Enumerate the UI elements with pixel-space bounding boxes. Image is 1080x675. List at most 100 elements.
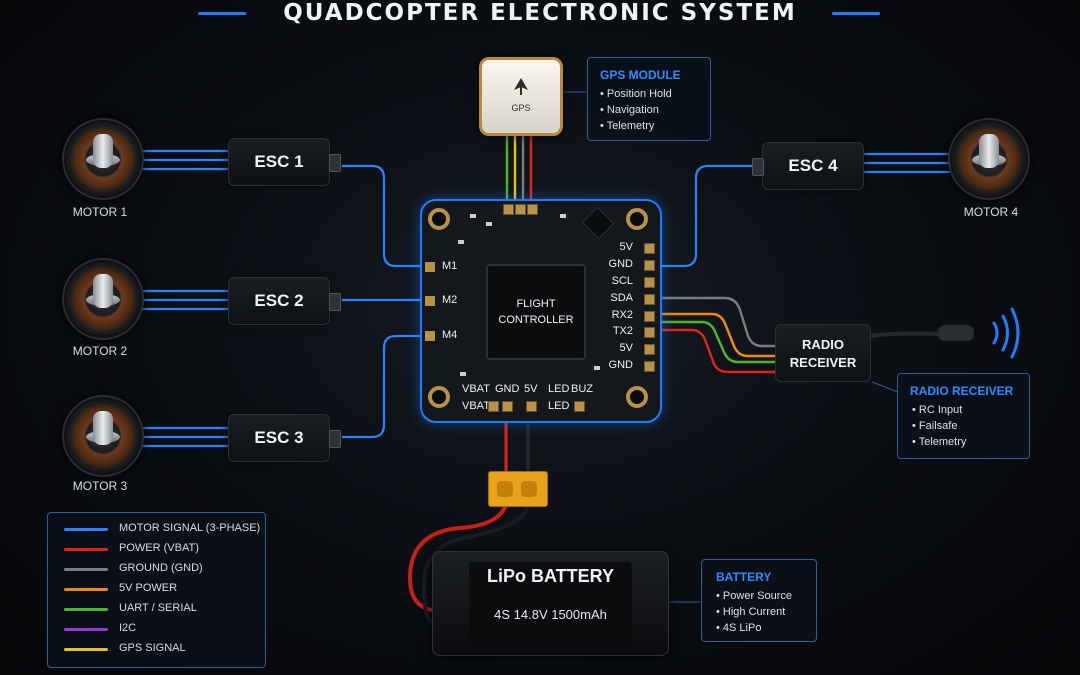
- esc-4: ESC 4: [752, 142, 864, 190]
- wire-xt-battery-red: [407, 503, 508, 612]
- wire-esc4-fc: [650, 164, 758, 268]
- smd-component: [460, 372, 466, 376]
- gps-module-label: GPS: [511, 103, 531, 113]
- antenna-cable: [870, 331, 941, 338]
- legend-label: GPS SIGNAL: [119, 642, 186, 654]
- wire-rx-gnd: [660, 296, 778, 348]
- signal-wave-2: [1001, 314, 1009, 352]
- esc-1: ESC 1: [228, 138, 341, 186]
- legend-swatch: [64, 548, 108, 551]
- pin-5v-2: 5V: [619, 342, 633, 354]
- battery-info-item: • 4S LiPo: [716, 622, 762, 634]
- radio-box-pointer: [871, 381, 899, 393]
- gps-pad: [515, 204, 526, 215]
- pin-scl: SCL: [611, 275, 633, 287]
- radio-label-line-1: RADIO: [802, 337, 844, 352]
- pin-gnd: GND: [608, 258, 633, 270]
- smd-component: [560, 214, 566, 218]
- battery-info-box: BATTERY • Power Source • High Current • …: [701, 559, 817, 642]
- battery-info-item: • Power Source: [716, 590, 793, 602]
- legend-label: GROUND (GND): [119, 562, 203, 574]
- pin-m2: M2: [442, 294, 458, 306]
- esc-2: ESC 2: [228, 277, 341, 325]
- wire-rx-red: [660, 328, 778, 374]
- motor-3-label: MOTOR 3: [72, 479, 128, 493]
- title-deco-left: [198, 12, 246, 15]
- wire-esc3-fc: [342, 334, 436, 439]
- pin-pad: [644, 361, 655, 372]
- signal-wave-3: [1010, 307, 1020, 359]
- gps-pad: [527, 204, 538, 215]
- pin-5v-bottom: 5V: [524, 383, 538, 395]
- wire-rx-uart: [660, 320, 778, 364]
- m4-pad: [425, 331, 435, 341]
- pin-m1: M1: [442, 260, 458, 272]
- wire-motor3-esc3: [140, 426, 232, 448]
- legend-label: 5V POWER: [119, 582, 178, 594]
- m2-pad: [425, 296, 435, 306]
- motor-3: [62, 395, 144, 477]
- diagram-title: QUADCOPTER ELECTRONIC SYSTEM: [283, 0, 797, 26]
- bottom-pad: [502, 401, 513, 412]
- legend-swatch: [64, 588, 108, 591]
- radio-info-item: • RC Input: [912, 404, 963, 416]
- gps-info-item: • Position Hold: [600, 88, 672, 100]
- mount-hole: [428, 208, 450, 230]
- pin-gnd-2: GND: [608, 359, 633, 371]
- motor-4-label: MOTOR 4: [963, 205, 1019, 219]
- pad-label-vbat: VBAT: [462, 400, 490, 412]
- pin-pad: [644, 327, 655, 338]
- flight-controller-chip: FLIGHT CONTROLLER: [486, 264, 586, 360]
- esc-2-label: ESC 2: [254, 291, 304, 310]
- legend-label: POWER (VBAT): [119, 542, 199, 554]
- pin-pad: [644, 277, 655, 288]
- battery-info-item: • High Current: [716, 606, 786, 618]
- battery-label-panel: [469, 562, 632, 644]
- legend-label: MOTOR SIGNAL (3-PHASE): [119, 522, 261, 534]
- esc-3: ESC 3: [228, 414, 341, 462]
- pin-pad: [644, 243, 655, 254]
- pin-m4: M4: [442, 329, 458, 341]
- pin-pad: [644, 294, 655, 305]
- gps-module: GPS: [479, 57, 563, 136]
- radio-info-item: • Telemetry: [912, 436, 967, 448]
- wire-motor2-esc2: [140, 289, 232, 311]
- radio-info-title: RADIO RECEIVER: [910, 384, 1014, 398]
- pin-pad: [644, 311, 655, 322]
- wire-rx-5v: [660, 312, 778, 358]
- m1-pad: [425, 262, 435, 272]
- radio-info-item: • Failsafe: [912, 420, 958, 432]
- gps-info-title: GPS MODULE: [600, 68, 681, 82]
- smd-component: [458, 240, 464, 244]
- mount-hole: [626, 208, 648, 230]
- esc-4-connector: [752, 158, 764, 176]
- gps-info-box: GPS MODULE • Position Hold • Navigation …: [587, 57, 711, 141]
- legend-swatch: [64, 568, 108, 571]
- legend-swatch: [64, 648, 108, 651]
- mount-hole: [428, 386, 450, 408]
- bottom-pad: [488, 401, 499, 412]
- motor-2: [62, 258, 144, 340]
- pin-tx2: TX2: [612, 325, 633, 337]
- wire-legend: MOTOR SIGNAL (3-PHASE) POWER (VBAT) GROU…: [47, 512, 266, 668]
- legend-label: I2C: [119, 622, 137, 634]
- wire-motor1-esc1: [140, 149, 232, 171]
- signal-wave-1: [992, 321, 999, 345]
- pin-sda: SDA: [610, 292, 633, 304]
- motor-4: [948, 118, 1030, 200]
- xt60-connector: [488, 471, 548, 507]
- legend-swatch: [64, 628, 108, 631]
- motor-1-label: MOTOR 1: [72, 205, 128, 219]
- esc-1-connector: [329, 154, 341, 172]
- radio-label-line-2: RECEIVER: [789, 355, 857, 370]
- pin-5v: 5V: [619, 241, 633, 253]
- pin-buz: BUZ: [571, 383, 593, 395]
- pin-led: LED: [548, 383, 570, 395]
- lipo-battery: LiPo BATTERY 4S 14.8V 1500mAh: [432, 551, 669, 656]
- chip-label-line-1: FLIGHT: [516, 298, 556, 310]
- esc-2-connector: [329, 293, 341, 311]
- pin-pad: [644, 260, 655, 271]
- smd-component: [470, 214, 476, 218]
- gps-info-item: • Navigation: [600, 104, 659, 116]
- bottom-pad: [574, 401, 585, 412]
